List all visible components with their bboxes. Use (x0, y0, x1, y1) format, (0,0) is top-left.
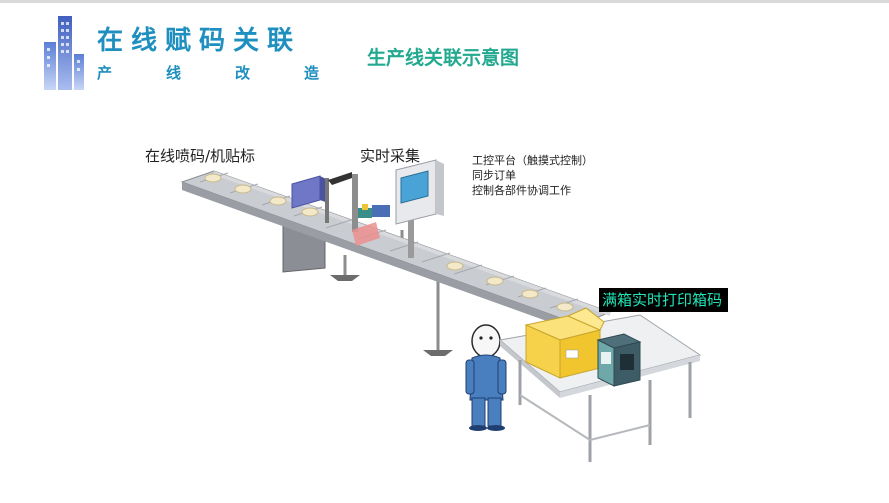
ipc-line: 控制各部件协调工作 (472, 184, 571, 197)
diagram-title: 生产线关联示意图 (367, 47, 520, 69)
industrial-pc (395, 159, 444, 258)
subtitle-char: 线 (165, 64, 181, 82)
realtime-scanner (352, 174, 390, 246)
realtime-collect-label: 实时采集 (360, 147, 421, 165)
buildings-logo-icon (44, 16, 84, 90)
online-print-label: 在线喷码/机贴标 (145, 147, 256, 165)
products-on-belt (204, 173, 574, 312)
online-printer (291, 172, 352, 223)
ipc-description: 工控平台（触摸式控制） 同步订单 控制各部件协调工作 (472, 153, 593, 198)
conveyor-feet (330, 275, 453, 356)
top-divider (0, 0, 889, 3)
box-label-printer (596, 333, 642, 387)
page-title: 在线赋码关联 (97, 26, 302, 56)
subtitle-char: 产 (97, 64, 113, 82)
worker-figure (465, 324, 507, 431)
full-box-print-label: 满箱实时打印箱码 (599, 288, 729, 312)
page-subtitle: 产 线 改 造 (97, 62, 319, 83)
full-box (524, 307, 605, 379)
ipc-line: 同步订单 (472, 169, 516, 182)
subtitle-char: 造 (303, 64, 319, 82)
subtitle-char: 改 (234, 64, 250, 82)
ipc-line: 工控平台（触摸式控制） (472, 154, 593, 167)
